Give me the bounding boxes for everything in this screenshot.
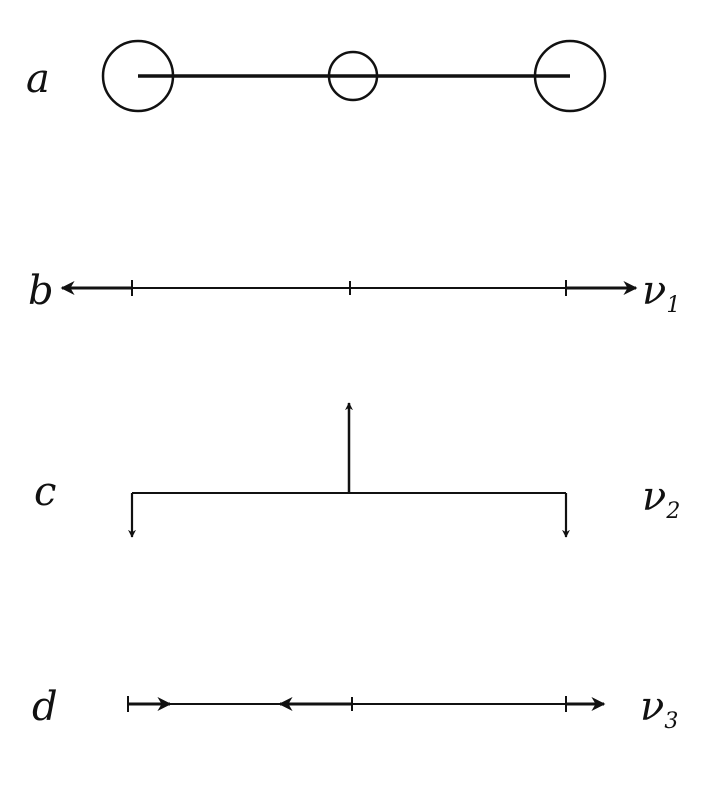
panel-b-label: b xyxy=(28,268,54,314)
mode-nu3-label: ν3 xyxy=(640,684,678,734)
left-atom xyxy=(101,39,175,113)
central-atom xyxy=(327,50,379,102)
panel-d-label: d xyxy=(32,684,58,730)
panel-c-label: c xyxy=(34,469,56,515)
panel-b: b ν1 xyxy=(28,268,680,318)
right-atom xyxy=(533,39,607,113)
panel-c: c ν2 xyxy=(34,402,680,538)
mode-nu2-label: ν2 xyxy=(642,474,680,524)
panel-a-label: a xyxy=(26,56,50,102)
panel-a: a xyxy=(26,39,607,113)
panel-d: d ν3 xyxy=(32,684,678,734)
mode-nu1-label: ν1 xyxy=(642,268,680,318)
